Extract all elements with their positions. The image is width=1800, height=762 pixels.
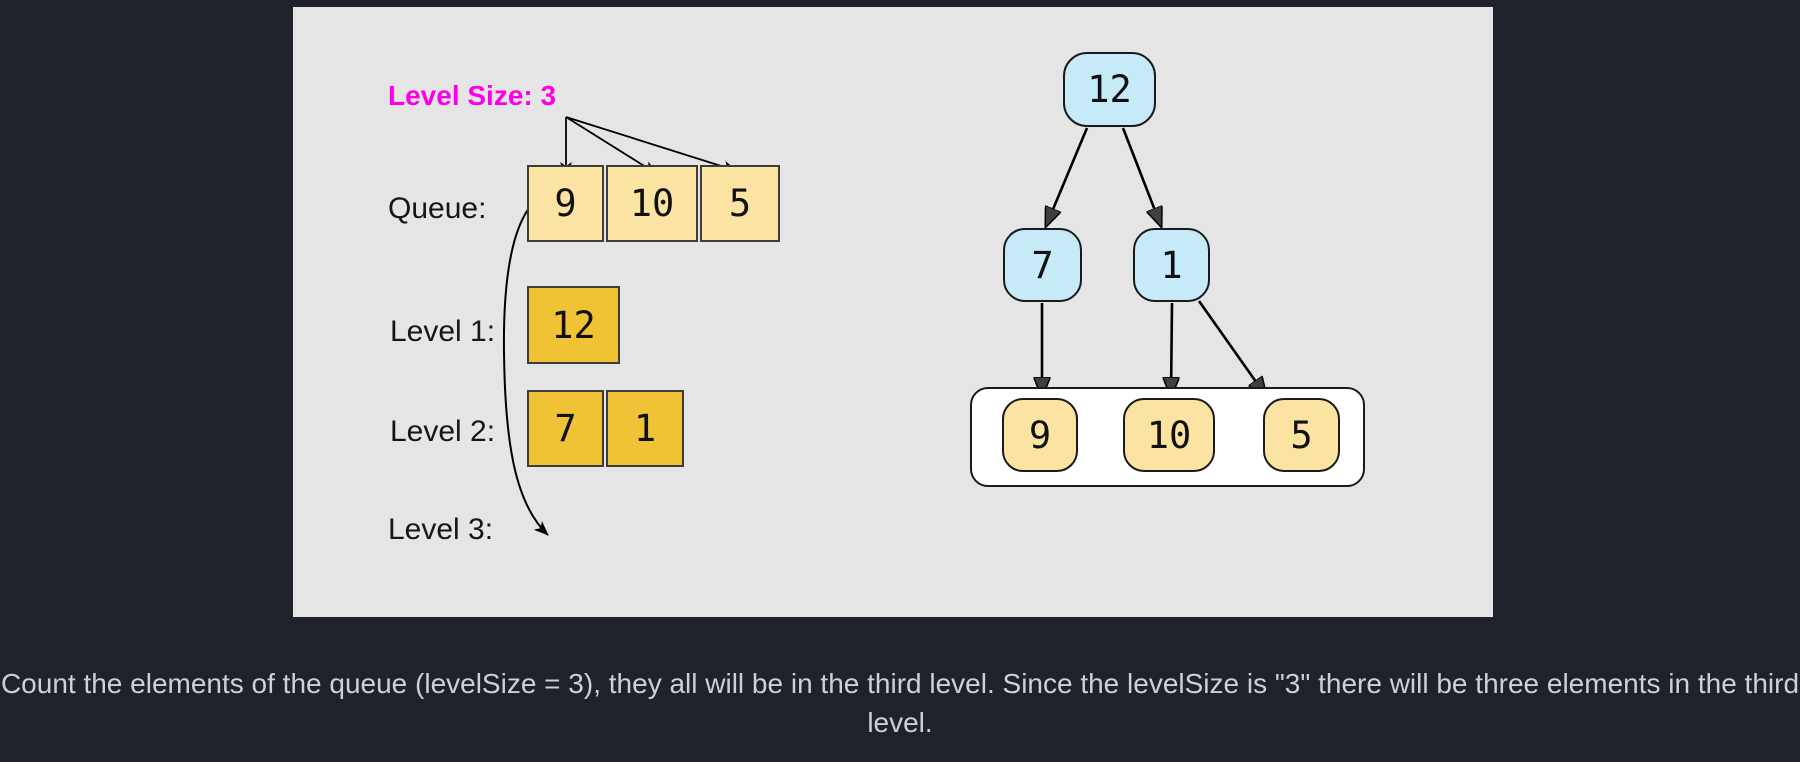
tree-node-leaf: 10 — [1123, 398, 1215, 472]
queue-cell: 5 — [700, 165, 780, 242]
queue-label: Queue: — [388, 192, 487, 225]
level1-label: Level 1: — [390, 315, 496, 348]
level2-label: Level 2: — [390, 415, 496, 448]
edge-12-1 — [1121, 127, 1161, 226]
caption-line-2: level. — [867, 707, 933, 738]
tree-node-leaf: 9 — [1002, 398, 1078, 472]
caption: Count the elements of the queue (levelSi… — [0, 664, 1800, 742]
tree-node: 7 — [1003, 228, 1082, 302]
queue-cell: 9 — [527, 165, 604, 242]
edge-1-5 — [1197, 300, 1266, 396]
edge-1-10 — [1171, 302, 1172, 396]
queue-to-level3-arrow — [502, 194, 549, 536]
level2-cell: 7 — [527, 390, 604, 467]
tree-node-leaf: 5 — [1263, 398, 1340, 472]
edge-12-7 — [1046, 127, 1089, 226]
queue-cell: 10 — [606, 165, 698, 242]
tree-node: 1 — [1133, 228, 1210, 302]
level3-label: Level 3: — [388, 513, 494, 546]
level2-cell: 1 — [606, 390, 684, 467]
level1-cell: 12 — [527, 286, 620, 364]
diagram-panel: Level Size: 3 Queue: Level 1: Level 2: L… — [293, 7, 1493, 617]
caption-line-1: Count the elements of the queue (levelSi… — [0, 668, 1800, 699]
level-size-label: Level Size: 3 — [388, 80, 557, 111]
tree-node-root: 12 — [1063, 52, 1156, 127]
